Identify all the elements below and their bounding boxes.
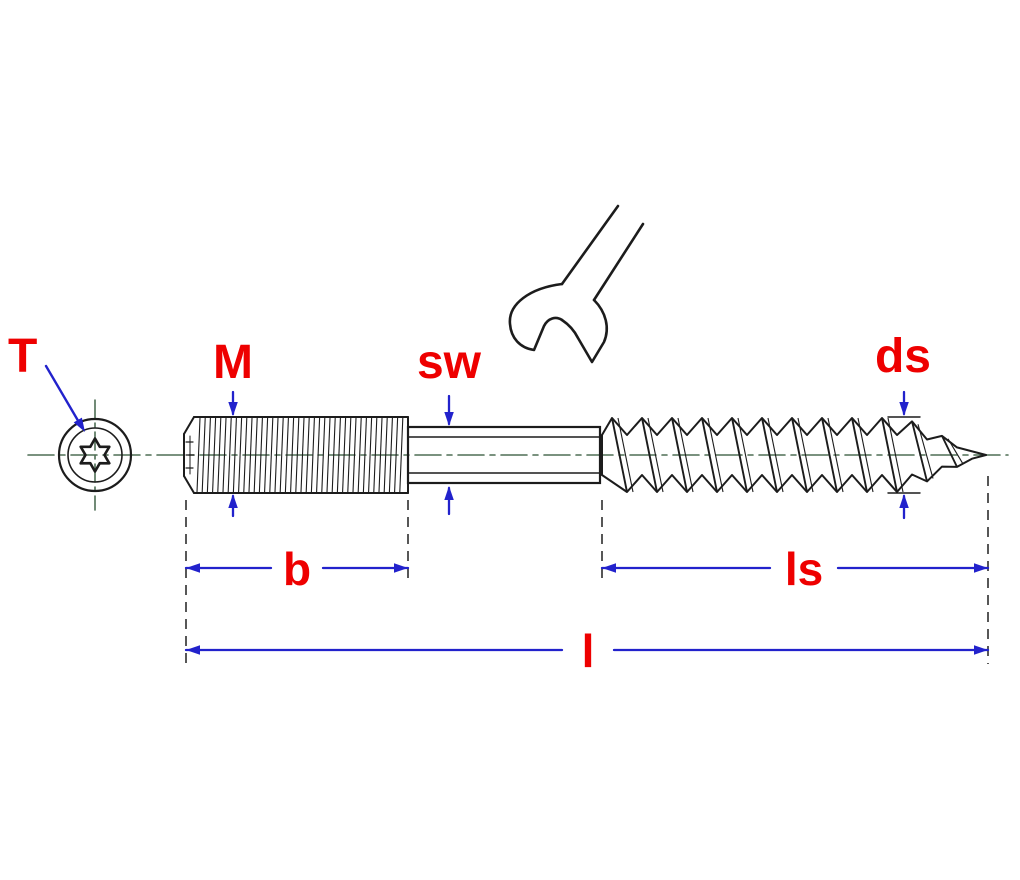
arrowhead bbox=[899, 402, 909, 416]
arrowhead bbox=[974, 563, 988, 573]
arrowhead bbox=[186, 645, 200, 655]
label-wrench-size: sw bbox=[417, 336, 482, 389]
torx-leader-line bbox=[44, 364, 82, 426]
arrowhead bbox=[73, 417, 85, 432]
arrowhead bbox=[899, 494, 909, 508]
metric-thread-section bbox=[183, 416, 409, 494]
torx-end-view bbox=[44, 364, 133, 493]
dimension-lines bbox=[184, 390, 990, 664]
wrench-icon bbox=[508, 204, 645, 364]
label-torx-drive: T bbox=[8, 330, 37, 383]
label-screw-diameter: ds bbox=[875, 330, 931, 383]
arrowhead bbox=[974, 645, 988, 655]
label-wood-screw-length: ls bbox=[785, 543, 823, 595]
arrowhead bbox=[602, 563, 616, 573]
arrowhead bbox=[228, 402, 238, 416]
head-inner-circle bbox=[67, 427, 123, 483]
hex-drive-section bbox=[406, 425, 602, 485]
arrowhead bbox=[186, 563, 200, 573]
centerline bbox=[27, 399, 1009, 511]
head-outer-circle bbox=[57, 417, 133, 493]
label-total-length: l bbox=[582, 625, 595, 677]
hex-body bbox=[406, 425, 602, 485]
torx-recess bbox=[79, 437, 111, 473]
screw-bottom-profile bbox=[601, 454, 987, 493]
label-metric-thread: M bbox=[213, 336, 253, 389]
screw-top-profile bbox=[601, 417, 987, 456]
arrowhead bbox=[228, 494, 238, 508]
arrowhead bbox=[444, 412, 454, 426]
wood-screw-section bbox=[601, 417, 987, 493]
bolt-drawing bbox=[183, 416, 987, 494]
label-metric-thread-length: b bbox=[283, 543, 311, 595]
arrowhead bbox=[444, 486, 454, 500]
arrowhead bbox=[394, 563, 408, 573]
